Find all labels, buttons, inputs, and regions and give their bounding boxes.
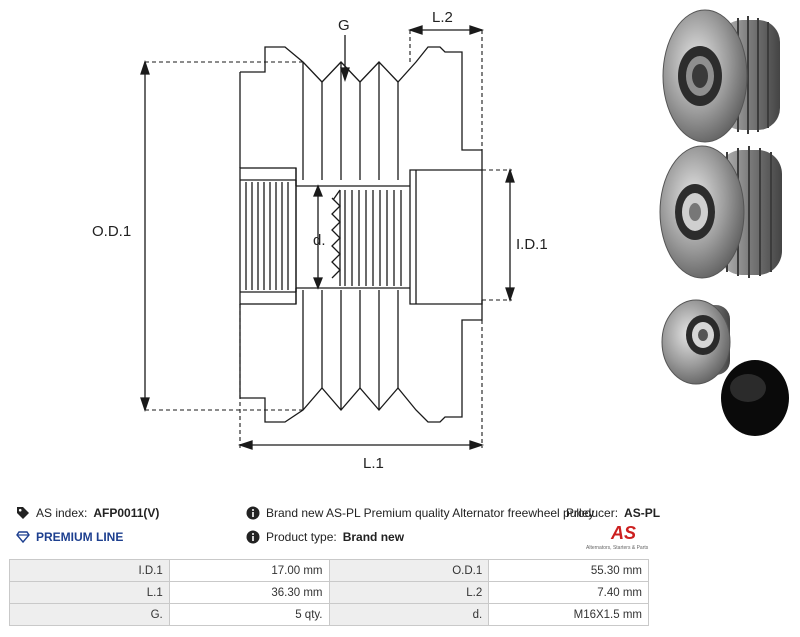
producer-value: AS-PL (624, 506, 661, 520)
spec-key: L.1 (9, 581, 170, 604)
label-od1: O.D.1 (92, 223, 131, 240)
table-row: L.1 36.30 mm L.2 7.40 mm (9, 581, 649, 604)
description-text: Brand new AS-PL Premium quality Alternat… (266, 506, 595, 520)
product-photo-bottom (661, 299, 731, 385)
logo-tagline: Alternators, Starters & Parts (586, 545, 649, 551)
product-photo-middle (659, 145, 782, 279)
info-icon (246, 530, 260, 544)
pulley-outline (240, 46, 483, 170)
label-id1: I.D.1 (516, 236, 548, 253)
product-photo-top (662, 9, 780, 143)
spec-value: M16X1.5 mm (488, 603, 649, 626)
spec-key: O.D.1 (328, 559, 490, 582)
product-photo-cap (721, 360, 789, 436)
label-l1: L.1 (363, 455, 384, 472)
producer-label: Producer: (566, 506, 619, 520)
product-info: AS index: AFP0011(V) PREMIUM LINE Brand … (0, 500, 800, 558)
product-type-value: Brand new (342, 530, 405, 544)
table-row: I.D.1 17.00 mm O.D.1 55.30 mm (9, 559, 649, 582)
as-pl-logo: AS Alternators, Starters & Parts (586, 523, 652, 553)
as-index-value: AFP0011(V) (93, 506, 160, 520)
product-type-label: Product type: (266, 530, 337, 544)
technical-drawing: G L.2 O.D.1 I.D.1 d. L.1 (92, 9, 789, 472)
label-g: G (338, 17, 350, 34)
as-index-label: AS index: (36, 506, 88, 520)
spec-value: 5 qty. (168, 603, 330, 626)
as-index-row: AS index: AFP0011(V) (16, 506, 159, 520)
diamond-icon (16, 531, 30, 544)
spec-value: 36.30 mm (168, 581, 330, 604)
tag-icon (17, 507, 29, 519)
product-type-row: Product type: Brand new (246, 530, 404, 544)
description-row: Brand new AS-PL Premium quality Alternat… (246, 506, 594, 520)
spec-key: L.2 (328, 581, 490, 604)
premium-line-row: PREMIUM LINE (16, 530, 123, 544)
premium-line-label: PREMIUM LINE (36, 530, 124, 544)
spec-key: I.D.1 (9, 559, 170, 582)
spec-key: G. (9, 603, 170, 626)
label-d: d. (313, 232, 326, 249)
info-icon (246, 506, 260, 520)
spec-key: d. (328, 603, 490, 626)
spec-table: I.D.1 17.00 mm O.D.1 55.30 mm L.1 36.30 … (9, 559, 649, 626)
table-row: G. 5 qty. d. M16X1.5 mm (9, 603, 649, 626)
spec-value: 7.40 mm (488, 581, 649, 604)
spec-value: 17.00 mm (168, 559, 330, 582)
spec-value: 55.30 mm (488, 559, 649, 582)
label-l2: L.2 (432, 9, 453, 26)
logo-mark: AS (610, 523, 636, 543)
producer-row: Producer: AS-PL (566, 506, 660, 520)
